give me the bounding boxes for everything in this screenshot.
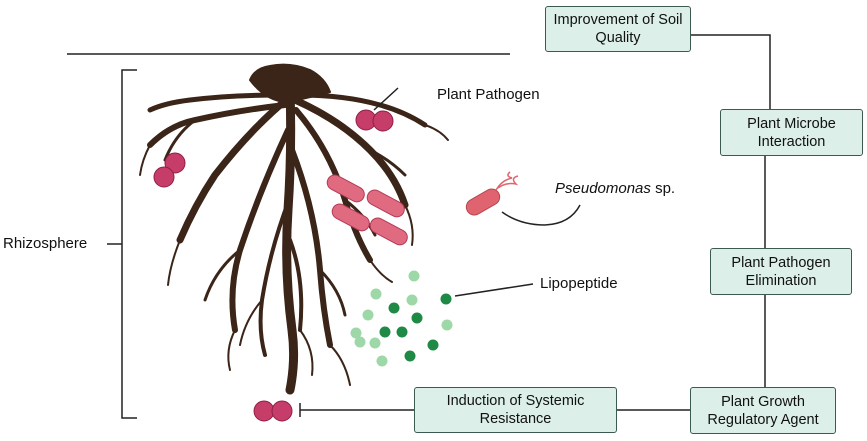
rhizosphere-label: Rhizosphere: [3, 235, 88, 252]
plant-pathogen-cluster-top: [355, 109, 394, 132]
plant-pathogen-label: Plant Pathogen: [437, 86, 540, 103]
pseudomonas-bacterium: [465, 171, 519, 216]
plant-growth-regulatory-agent-box: Plant Growth Regulatory Agent: [690, 387, 836, 434]
pseudomonas-leader: [501, 204, 581, 226]
root-system: [139, 63, 449, 395]
plant-microbe-interaction-box: Plant Microbe Interaction: [720, 109, 863, 156]
rod-bacteria-group: [326, 174, 408, 246]
rhizosphere-bracket: [107, 69, 137, 419]
flow-connectors: [617, 34, 771, 411]
lipopeptide-dots: [350, 270, 453, 367]
plant-pathogen-cluster-left: [153, 152, 186, 188]
pseudomonas-suffix: sp.: [650, 180, 676, 197]
pseudomonas-genus: Pseudomonas: [555, 180, 651, 197]
soil-quality-box: Improvement of Soil Quality: [545, 6, 691, 52]
lipopeptide-leader: [454, 283, 534, 297]
lipopeptide-label: Lipopeptide: [540, 275, 618, 292]
pseudomonas-label: Pseudomonas sp.: [555, 180, 675, 197]
plant-pathogen-elimination-box: Plant Pathogen Elimination: [710, 248, 852, 295]
plant-pathogen-cluster-bottom: [253, 400, 293, 422]
plant-pathogen-leader: [373, 87, 399, 111]
systemic-resistance-box: Induction of Systemic Resistance: [414, 387, 617, 433]
inhibition-connector: [299, 403, 414, 417]
